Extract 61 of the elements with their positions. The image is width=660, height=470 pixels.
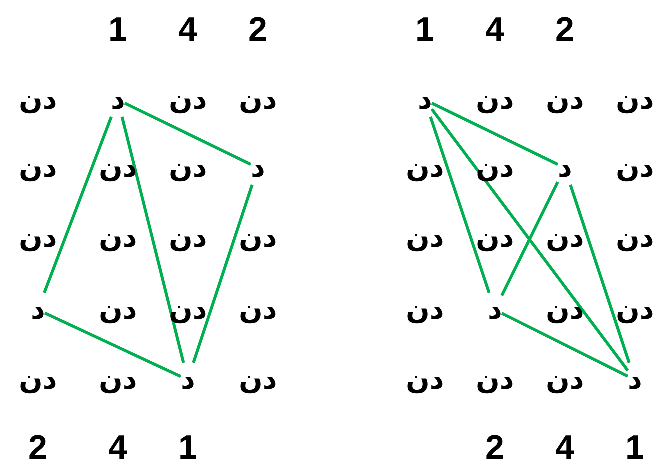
arabic-syllable: دن [19,151,58,185]
arabic-syllable: د [31,293,46,327]
arabic-syllable: دن [616,293,654,327]
arabic-syllable: د [181,363,196,397]
arabic-syllable: دن [546,293,584,327]
column-number: 1 [178,429,198,467]
column-number: 4 [556,429,574,467]
arabic-syllable: دن [406,221,444,255]
column-number: 4 [486,11,504,49]
column-number: 1 [626,429,644,467]
arabic-syllable: دن [476,363,514,397]
arabic-syllable: دن [19,83,58,117]
arabic-syllable: دن [616,221,654,255]
arabic-syllable: دن [99,221,138,255]
arabic-syllable: دن [406,151,444,185]
arabic-syllable: دن [546,83,584,117]
arabic-syllable: دن [99,363,138,397]
arabic-syllable: د [418,83,432,117]
column-number: 2 [556,11,574,49]
arabic-syllable: د [488,293,502,327]
arabic-syllable: دن [239,363,278,397]
connector-line [192,184,254,364]
connector-line [124,102,252,166]
connector-line [431,102,559,166]
arabic-syllable: د [628,363,642,397]
connector-line [44,312,182,378]
arabic-syllable: د [251,151,266,185]
arabic-syllable: دن [19,363,58,397]
connector-line [501,312,629,378]
arabic-syllable: دن [169,83,208,117]
arabic-syllable: دن [99,293,138,327]
arabic-syllable: دن [616,151,654,185]
arabic-syllable: دن [406,293,444,327]
connector-line [430,108,630,372]
column-number: 1 [416,11,434,49]
arabic-syllable: د [111,83,126,117]
arabic-syllable: دن [169,221,208,255]
connector-line [429,116,491,294]
column-number: 2 [248,11,268,49]
connector-line [569,184,631,364]
connector-line [120,116,186,364]
arabic-syllable: د [558,151,572,185]
arabic-syllable: دن [616,83,654,117]
arabic-syllable: دن [546,363,584,397]
arabic-syllable: دن [476,221,514,255]
arabic-syllable: دن [406,363,444,397]
arabic-syllable: دن [239,83,278,117]
arabic-syllable: دن [169,151,208,185]
column-number: 1 [108,11,128,49]
connector-line [43,116,113,294]
column-number: 2 [28,429,48,467]
arabic-syllable: دن [239,293,278,327]
arabic-syllable: دن [476,83,514,117]
connector-line [500,182,560,296]
arabic-syllable: دن [476,151,514,185]
arabic-syllable: دن [239,221,278,255]
column-number: 4 [178,11,198,49]
column-number: 4 [108,429,128,467]
arabic-syllable: دن [546,221,584,255]
arabic-syllable: دن [19,221,58,255]
column-number: 2 [486,429,504,467]
